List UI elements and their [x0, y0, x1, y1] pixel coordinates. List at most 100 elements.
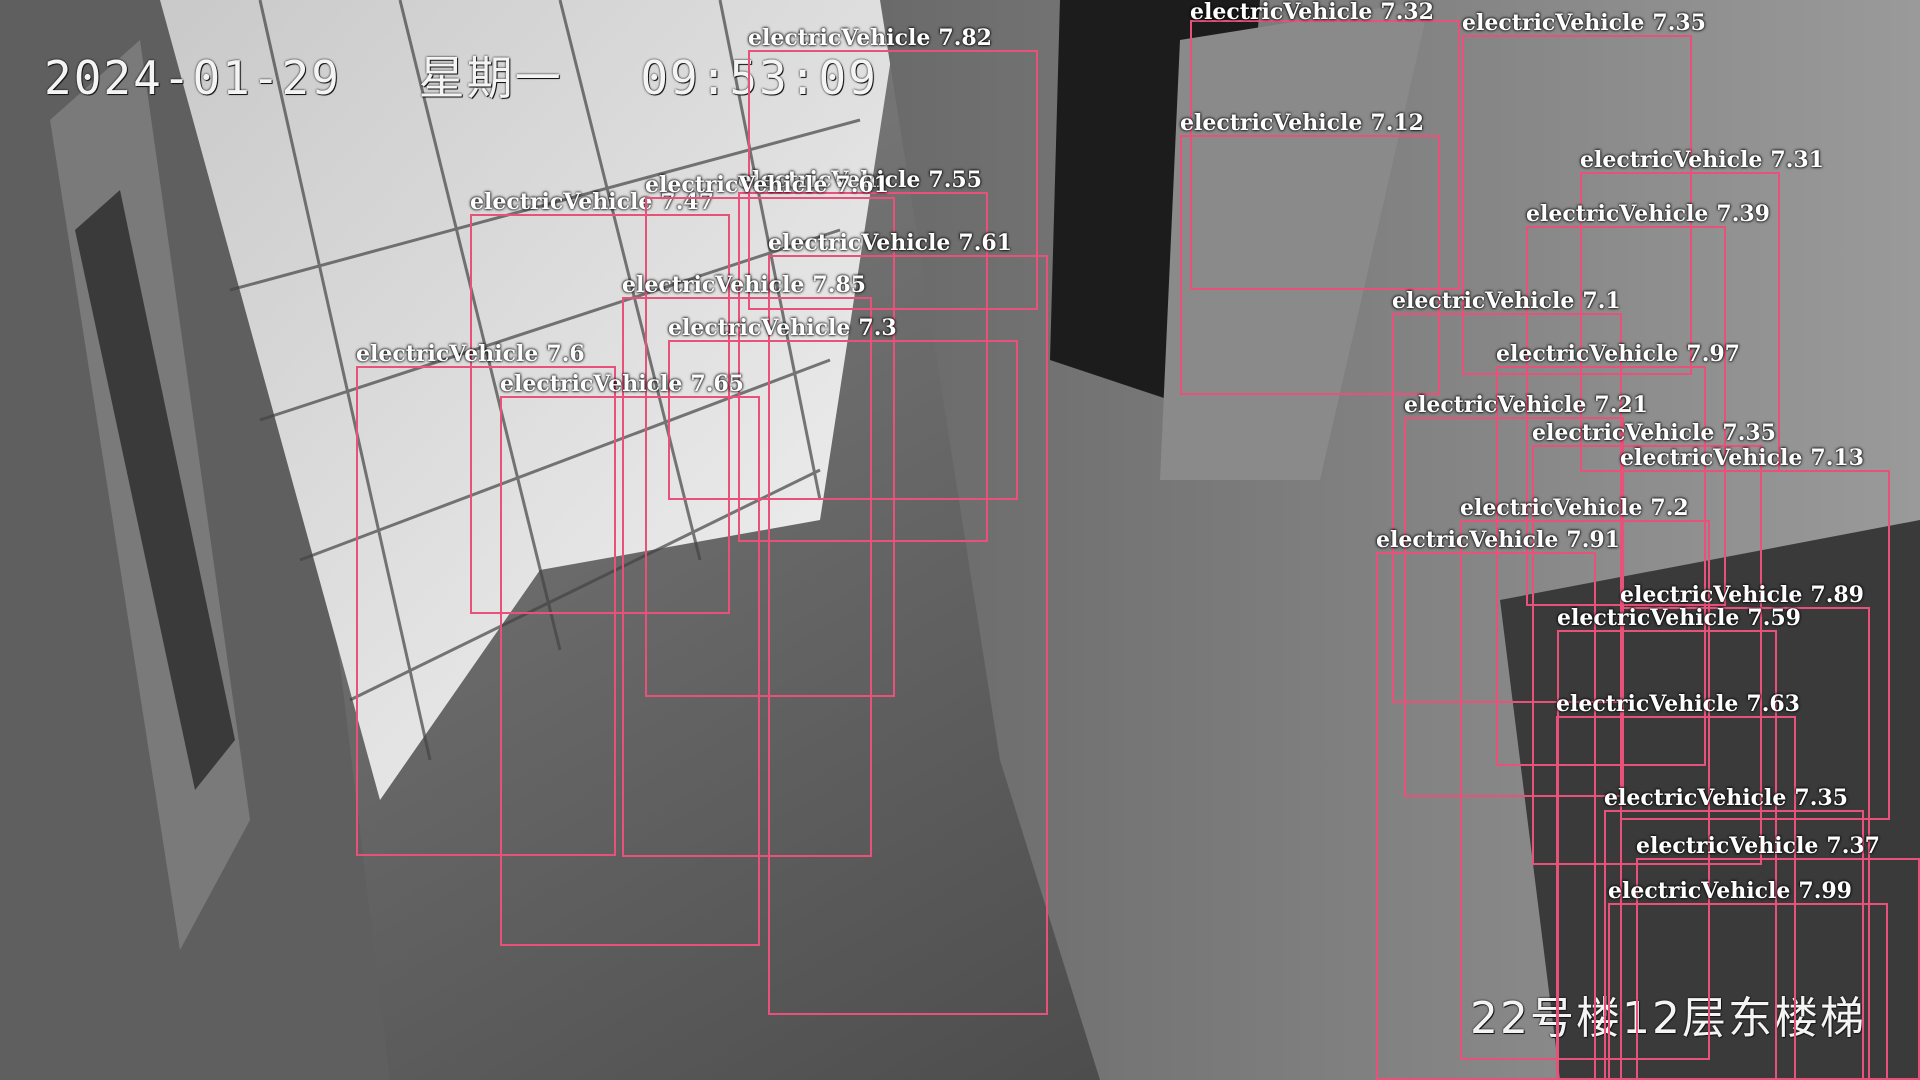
weekday-text: 星期一	[418, 51, 563, 105]
detection-class: electricVehicle	[1557, 605, 1740, 631]
detection-class: electricVehicle	[1460, 495, 1643, 521]
location-overlay: 22号楼12层东楼梯	[1470, 993, 1866, 1044]
detection-class: electricVehicle	[1556, 691, 1739, 717]
detection-label: electricVehicle 7.35	[1462, 11, 1706, 35]
detection-score: 7.61	[958, 230, 1012, 256]
detection-score: 7.55	[928, 167, 982, 193]
detection-score: 7.82	[938, 25, 992, 51]
detection-class: electricVehicle	[738, 167, 921, 193]
detection-label: electricVehicle 7.99	[1608, 879, 1852, 903]
detection-class: electricVehicle	[1496, 341, 1679, 367]
detection-class: electricVehicle	[1620, 582, 1803, 608]
detection-box	[668, 340, 1018, 500]
detection-class: electricVehicle	[1462, 10, 1645, 36]
detection-label: electricVehicle 7.12	[1180, 111, 1424, 135]
detection-score: 7.21	[1594, 392, 1648, 418]
detection-box	[500, 396, 760, 946]
detection-score: 7.32	[1380, 0, 1434, 25]
detection-class: electricVehicle	[1604, 785, 1787, 811]
detection-score: 7.91	[1566, 527, 1620, 553]
detection-label: electricVehicle 7.13	[1620, 446, 1864, 470]
detection-box	[470, 214, 730, 614]
detection-box	[1180, 135, 1440, 395]
detection-class: electricVehicle	[622, 272, 805, 298]
detection-label: electricVehicle 7.59	[1557, 606, 1801, 630]
detection-class: electricVehicle	[1636, 833, 1819, 859]
detection-class: electricVehicle	[768, 230, 951, 256]
detection-box	[1190, 20, 1460, 290]
detection-score: 7.35	[1794, 785, 1848, 811]
date-text: 2024-01-29	[44, 51, 341, 105]
detection-box	[356, 366, 616, 856]
detection-label: electricVehicle 7.61	[645, 173, 889, 197]
detection-label: electricVehicle 7.47	[470, 190, 714, 214]
detection-class: electricVehicle	[1532, 420, 1715, 446]
detection-score: 7.61	[835, 172, 889, 198]
detection-box	[738, 192, 988, 542]
detection-box	[622, 297, 872, 857]
detection-score: 7.85	[812, 272, 866, 298]
detection-label: electricVehicle 7.91	[1376, 528, 1620, 552]
detection-label: electricVehicle 7.21	[1404, 393, 1648, 417]
detection-class: electricVehicle	[1620, 445, 1803, 471]
detection-box	[1376, 552, 1596, 1080]
detection-label: electricVehicle 7.65	[500, 372, 744, 396]
detection-score: 7.13	[1810, 445, 1864, 471]
detection-label: electricVehicle 7.37	[1636, 834, 1880, 858]
detection-label: electricVehicle 7.82	[748, 26, 992, 50]
detection-box	[1526, 226, 1726, 606]
timestamp-overlay: 2024-01-29 星期一 09:53:09	[44, 42, 926, 108]
detection-label: electricVehicle 7.97	[1496, 342, 1740, 366]
detection-score: 7.12	[1370, 110, 1424, 136]
detection-class: electricVehicle	[1580, 147, 1763, 173]
detection-label: electricVehicle 7.55	[738, 168, 982, 192]
left-door-window	[75, 190, 235, 790]
right-door	[1160, 0, 1430, 480]
detection-score: 7.39	[1716, 201, 1770, 227]
detection-class: electricVehicle	[748, 25, 931, 51]
detection-class: electricVehicle	[645, 172, 828, 198]
detection-score: 7.97	[1686, 341, 1740, 367]
detection-label: electricVehicle 7.85	[622, 273, 866, 297]
detection-score: 7.3	[858, 315, 897, 341]
detection-score: 7.63	[1746, 691, 1800, 717]
detection-score: 7.2	[1650, 495, 1689, 521]
detection-score: 7.99	[1798, 878, 1852, 904]
detection-box	[1462, 35, 1692, 375]
detection-box	[1608, 903, 1888, 1080]
detection-score: 7.35	[1722, 420, 1776, 446]
detection-label: electricVehicle 7.39	[1526, 202, 1770, 226]
detection-label: electricVehicle 7.35	[1532, 421, 1776, 445]
detection-class: electricVehicle	[1376, 527, 1559, 553]
detection-label: electricVehicle 7.63	[1556, 692, 1800, 716]
detection-class: electricVehicle	[1190, 0, 1373, 25]
detection-score: 7.47	[660, 189, 714, 215]
tiled-wall	[160, 0, 900, 800]
detection-class: electricVehicle	[470, 189, 653, 215]
detection-score: 7.59	[1747, 605, 1801, 631]
detection-score: 7.35	[1652, 10, 1706, 36]
detection-class: electricVehicle	[500, 371, 683, 397]
detection-class: electricVehicle	[1180, 110, 1363, 136]
detection-box	[1496, 366, 1706, 766]
detection-label: electricVehicle 7.31	[1580, 148, 1824, 172]
detection-box	[1460, 520, 1710, 1060]
detection-score: 7.65	[690, 371, 744, 397]
detection-box	[645, 197, 895, 697]
detection-score: 7.89	[1810, 582, 1864, 608]
detection-label: electricVehicle 7.32	[1190, 0, 1434, 24]
detection-class: electricVehicle	[356, 341, 539, 367]
detection-label: electricVehicle 7.2	[1460, 496, 1689, 520]
time-text: 09:53:09	[640, 51, 878, 105]
detection-class: electricVehicle	[1526, 201, 1709, 227]
detection-score: 7.1	[1582, 288, 1621, 314]
detection-class: electricVehicle	[1608, 878, 1791, 904]
detection-score: 7.37	[1826, 833, 1880, 859]
detection-score: 7.31	[1770, 147, 1824, 173]
detection-class: electricVehicle	[1404, 392, 1587, 418]
detection-label: electricVehicle 7.35	[1604, 786, 1848, 810]
detection-box	[1532, 445, 1762, 865]
